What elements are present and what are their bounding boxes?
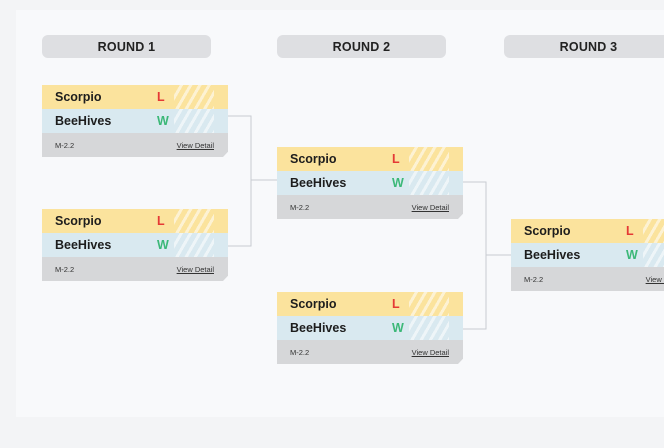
team-row-winner: BeeHives W [511,243,664,267]
match-footer: M-2.2 View Detail [42,257,228,281]
team-name: BeeHives [524,248,581,262]
match-footer: M-2.2 View Detail [42,133,228,157]
round-header-1: ROUND 1 [42,35,211,58]
match-card[interactable]: Scorpio L BeeHives W M-2.2 View Detail [42,85,228,157]
team-name: Scorpio [290,152,337,166]
team-row-winner: BeeHives W [42,233,228,257]
view-detail-link[interactable]: View Detail [411,348,449,357]
bracket-board: ROUND 1 ROUND 2 ROUND 3 Scorpio L BeeHiv… [16,10,664,417]
team-name: Scorpio [290,297,337,311]
team-name: BeeHives [290,321,347,335]
result-badge-win: W [392,321,404,335]
match-card[interactable]: Scorpio L BeeHives W M-2.2 View Detail [42,209,228,281]
match-footer: M-2.2 View Detail [277,195,463,219]
team-name: BeeHives [55,238,112,252]
team-row-loser: Scorpio L [277,292,463,316]
team-name: Scorpio [55,90,102,104]
match-card[interactable]: Scorpio L BeeHives W M-2.2 View Detail [277,147,463,219]
view-detail-link[interactable]: View Detail [176,265,214,274]
match-id: M-2.2 [524,275,544,284]
stripe-decoration [409,147,449,171]
team-row-winner: BeeHives W [42,109,228,133]
result-badge-win: W [157,114,169,128]
stripe-decoration [409,292,449,316]
round-header-2: ROUND 2 [277,35,446,58]
result-badge-loss: L [157,214,165,228]
round-header-3: ROUND 3 [504,35,664,58]
result-badge-win: W [157,238,169,252]
team-row-loser: Scorpio L [511,219,664,243]
result-badge-loss: L [626,224,634,238]
stripe-decoration [643,243,664,267]
stripe-decoration [174,85,214,109]
team-name: BeeHives [55,114,112,128]
stripe-decoration [174,209,214,233]
match-id: M-2.2 [55,141,75,150]
connector-r2-r3 [462,181,487,330]
result-badge-win: W [392,176,404,190]
stripe-decoration [409,171,449,195]
view-detail-link[interactable]: View Detail [176,141,214,150]
stripe-decoration [643,219,664,243]
match-footer: M-2.2 View Detail [277,340,463,364]
team-name: Scorpio [55,214,102,228]
stripe-decoration [174,109,214,133]
team-name: BeeHives [290,176,347,190]
match-id: M-2.2 [55,265,75,274]
team-row-winner: BeeHives W [277,316,463,340]
stripe-decoration [174,233,214,257]
result-badge-loss: L [392,152,400,166]
team-row-loser: Scorpio L [42,85,228,109]
result-badge-loss: L [392,297,400,311]
team-name: Scorpio [524,224,571,238]
view-detail-link[interactable]: View Detail [645,275,662,284]
match-footer: M-2.2 View Detail [511,267,664,291]
match-card[interactable]: Scorpio L BeeHives W M-2.2 View Detail [277,292,463,364]
team-row-loser: Scorpio L [42,209,228,233]
team-row-loser: Scorpio L [277,147,463,171]
team-row-winner: BeeHives W [277,171,463,195]
match-id: M-2.2 [290,348,310,357]
match-id: M-2.2 [290,203,310,212]
stripe-decoration [409,316,449,340]
match-card[interactable]: Scorpio L BeeHives W M-2.2 View Detail [511,219,664,291]
connector-r1-r2 [227,115,252,247]
result-badge-loss: L [157,90,165,104]
result-badge-win: W [626,248,638,262]
view-detail-link[interactable]: View Detail [411,203,449,212]
